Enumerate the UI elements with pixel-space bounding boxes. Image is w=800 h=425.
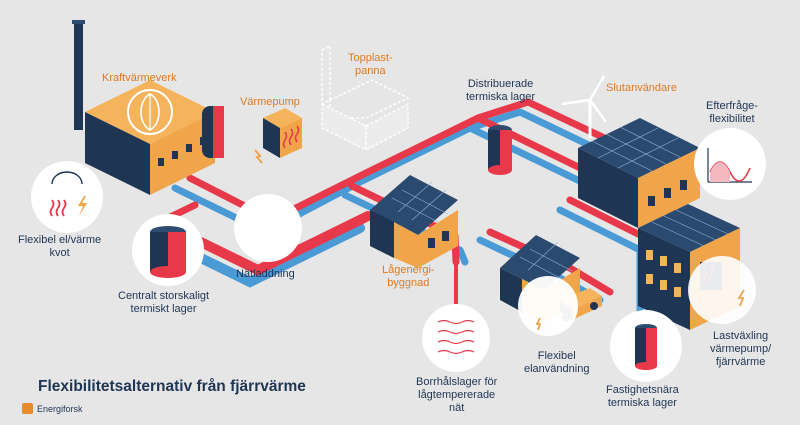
low-energy-house-icon (370, 175, 458, 268)
label-heat-pump: Värmepump (240, 96, 300, 108)
end-users-building-icon (561, 75, 700, 228)
label-central-storage: Centralt storskaligt termiskt lager (118, 290, 210, 315)
label-peak-boiler: Topplast- panna (348, 52, 393, 77)
label-property-storage: Fastighetsnära termiska lager (606, 384, 679, 409)
heat-pump-icon (254, 108, 302, 164)
bubble-borehole (422, 304, 490, 372)
label-low-energy-building: Lågenergi- byggnad (382, 264, 435, 289)
label-demand-flexibility: Efterfråge- flexibilitet (706, 100, 758, 125)
brand: Energiforsk (22, 403, 83, 414)
bubble-grid-charging (234, 194, 302, 262)
label-end-users: Slutanvändare (606, 82, 677, 94)
infographic-title: Flexibilitetsalternativ från fjärrvärme (38, 378, 306, 395)
peak-boiler-icon (321, 44, 410, 152)
label-flexible-electricity: Flexibel elanvändning (524, 350, 590, 375)
label-borehole-storage: Borrhålslager för lågtempererade nät (416, 376, 498, 414)
label-grid-charging: Nätladdning (236, 268, 295, 280)
bubble-central-storage (132, 214, 204, 286)
distributed-storage-tank-icon (488, 125, 512, 175)
bubble-property-storage (610, 310, 682, 382)
bubble-flex-el-heat (31, 161, 103, 233)
bubble-demand-flexibility (694, 128, 766, 200)
label-flex-el-heat: Flexibel el/värme kvot (18, 234, 102, 259)
chp-plant-icon (72, 20, 224, 195)
bubble-flexible-electricity (518, 276, 578, 336)
energiforsk-logo-icon (22, 403, 33, 414)
bubble-load-shifting (688, 256, 756, 324)
brand-name: Energiforsk (37, 403, 83, 414)
label-chp-plant: Kraftvärmeverk (102, 72, 177, 84)
label-load-shifting: Lastväxling värmepump/ fjärrvärme (710, 330, 772, 368)
label-distributed-storage: Distribuerade termiska lager (466, 78, 536, 103)
